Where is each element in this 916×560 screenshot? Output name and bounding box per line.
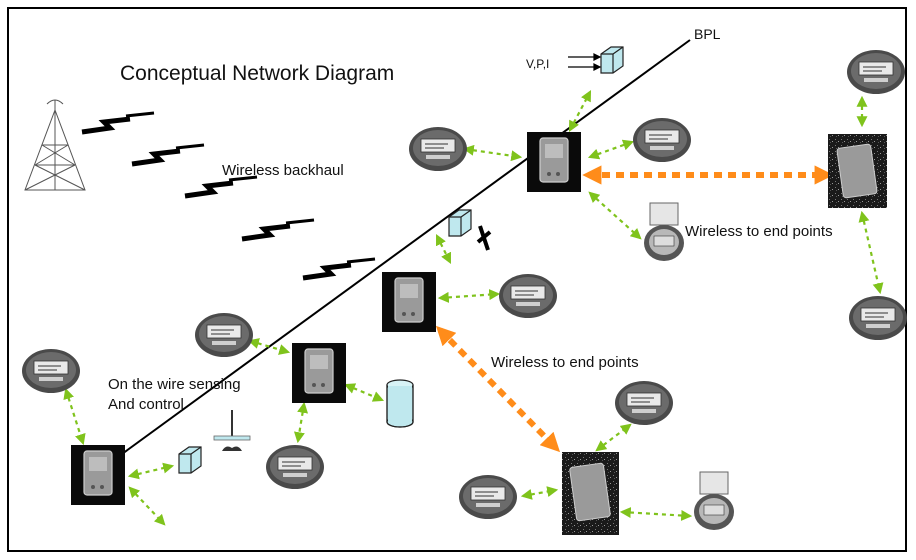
zigzag-signal-icon bbox=[82, 113, 154, 132]
smart-meter-icon bbox=[458, 474, 518, 520]
diagram-title: Conceptual Network Diagram bbox=[120, 62, 395, 85]
bpl-label: BPL bbox=[694, 26, 721, 42]
smart-meter-icon bbox=[632, 117, 692, 163]
smart-meter-icon bbox=[265, 444, 325, 490]
sensor-cube-icon bbox=[178, 446, 202, 474]
line-break-icon bbox=[476, 225, 492, 251]
sensor-cube-icon bbox=[600, 46, 624, 74]
bpl-node-icon bbox=[381, 271, 437, 333]
smart-meter-icon bbox=[846, 49, 906, 95]
orange-links bbox=[435, 165, 834, 453]
smart-meter-icon bbox=[21, 348, 81, 394]
cylinder-storage-icon bbox=[386, 379, 414, 428]
meter-pedestal-icon bbox=[643, 202, 685, 262]
and-control-label: And control bbox=[108, 396, 184, 413]
on-wire-sensing-label: On the wire sensing bbox=[108, 376, 241, 393]
smart-meter-icon bbox=[498, 273, 558, 319]
meter-pedestal-icon bbox=[693, 471, 735, 531]
bpl-node-icon bbox=[828, 134, 887, 208]
bpl-node-icon bbox=[291, 342, 347, 404]
smart-meter-icon bbox=[408, 126, 468, 172]
wireless-backhaul-label: Wireless backhaul bbox=[222, 162, 344, 179]
wireless-end-points-label-center: Wireless to end points bbox=[491, 354, 639, 371]
zigzag-signal-icon bbox=[185, 177, 257, 196]
diagram-frame bbox=[7, 7, 907, 552]
vpi-label: V,P,I bbox=[526, 57, 550, 71]
bpl-node-icon bbox=[70, 444, 126, 506]
green-links bbox=[63, 90, 884, 526]
smart-meter-icon bbox=[194, 312, 254, 358]
bpl-line bbox=[99, 39, 691, 471]
vpi-arrows bbox=[568, 53, 602, 71]
zigzag-signal-icon bbox=[303, 259, 375, 278]
telephone-icon bbox=[213, 410, 251, 451]
tower-icon bbox=[24, 99, 86, 191]
wireless-end-points-label-right: Wireless to end points bbox=[685, 223, 833, 240]
zigzag-signal-icon bbox=[132, 145, 204, 164]
bpl-node-icon bbox=[562, 452, 619, 535]
zigzag-signal-icon bbox=[242, 220, 314, 239]
smart-meter-icon bbox=[614, 380, 674, 426]
bpl-node-icon bbox=[526, 131, 582, 193]
smart-meter-icon bbox=[848, 295, 908, 341]
